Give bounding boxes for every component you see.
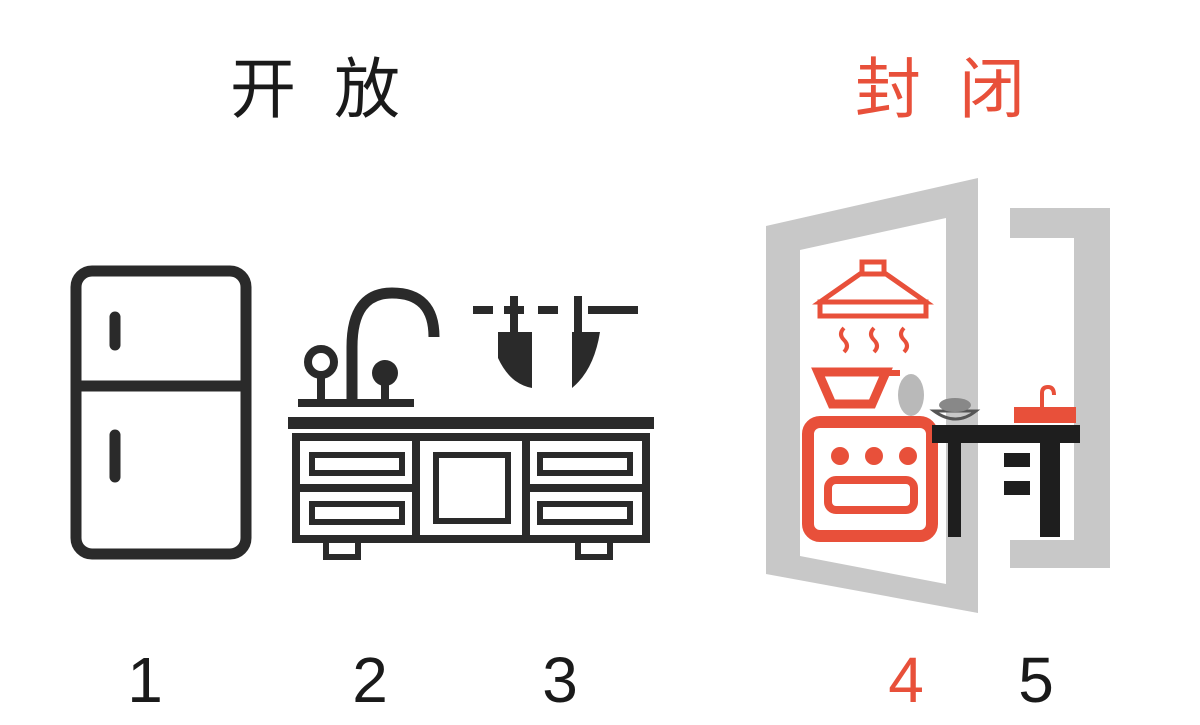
label-4: 4 <box>888 644 924 716</box>
heading-open: 开放 <box>230 51 438 128</box>
hanging-knives-icon <box>473 296 638 388</box>
sink-cabinet-icon <box>288 287 654 560</box>
label-2: 2 <box>352 644 388 716</box>
open-door-icon <box>766 178 1110 613</box>
egg-icon <box>898 374 924 416</box>
refrigerator-icon <box>70 265 252 560</box>
label-3: 3 <box>542 644 578 716</box>
range-hood-and-stove-icon <box>802 259 938 542</box>
label-5: 5 <box>1018 644 1054 716</box>
label-1: 1 <box>127 644 163 716</box>
countertop-table-with-sink-icon <box>929 384 1080 537</box>
heading-closed: 封闭 <box>855 51 1063 128</box>
